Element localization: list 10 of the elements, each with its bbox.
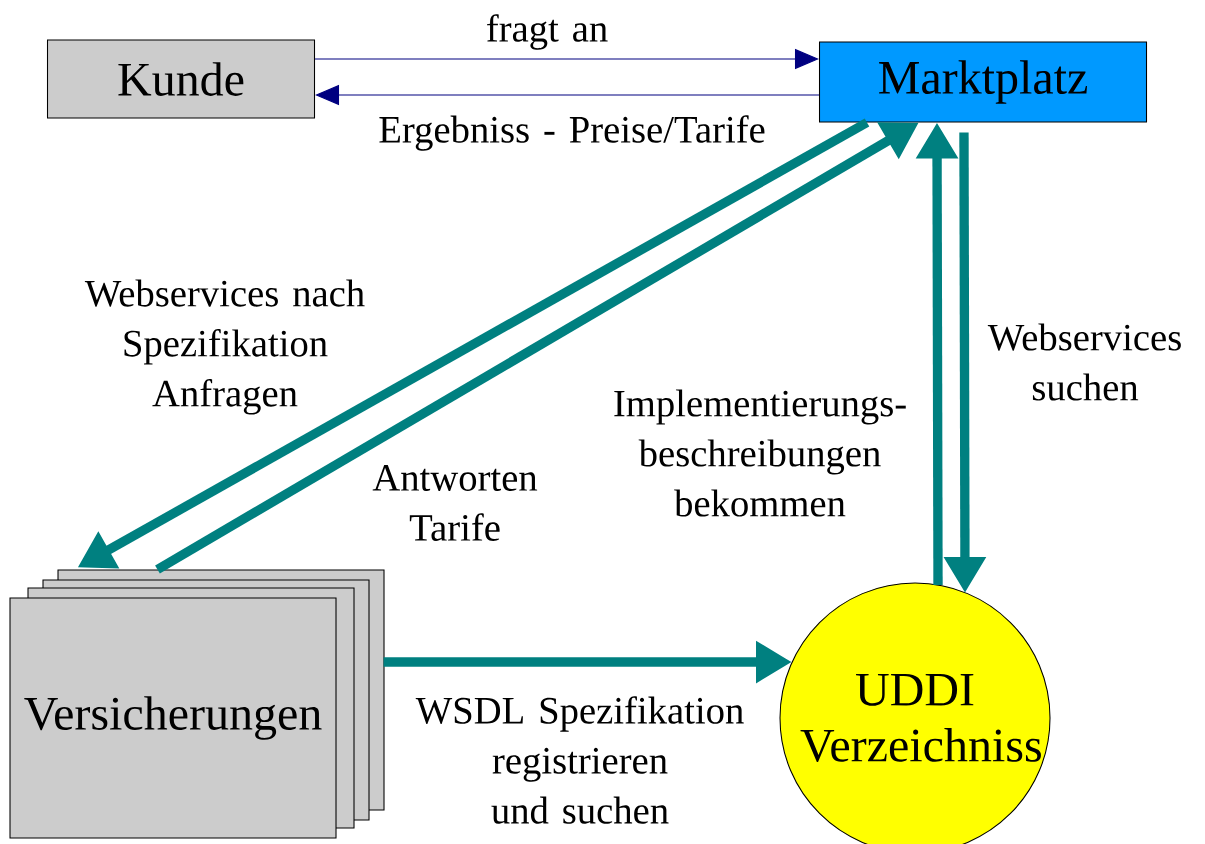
stacked-boxes: Versicherungen	[9, 569, 385, 839]
edge-label: Webservices suchen	[987, 323, 1181, 401]
edge-label: Webservices nach Spezifikation Anfragen	[84, 279, 365, 415]
edge-label: Antworten Tarife	[372, 465, 538, 541]
edge-label: Implementierungs- beschreibungen bekommen	[614, 389, 906, 517]
process-box: Kunde	[46, 39, 316, 119]
edge-label: WSDL Spezifikation registrieren und suchen	[415, 696, 744, 824]
edge-label: Ergebniss - Preise/Tarife	[379, 115, 765, 151]
edge-label: fragt an	[487, 14, 608, 50]
process-box: Marktplatz	[818, 41, 1148, 123]
